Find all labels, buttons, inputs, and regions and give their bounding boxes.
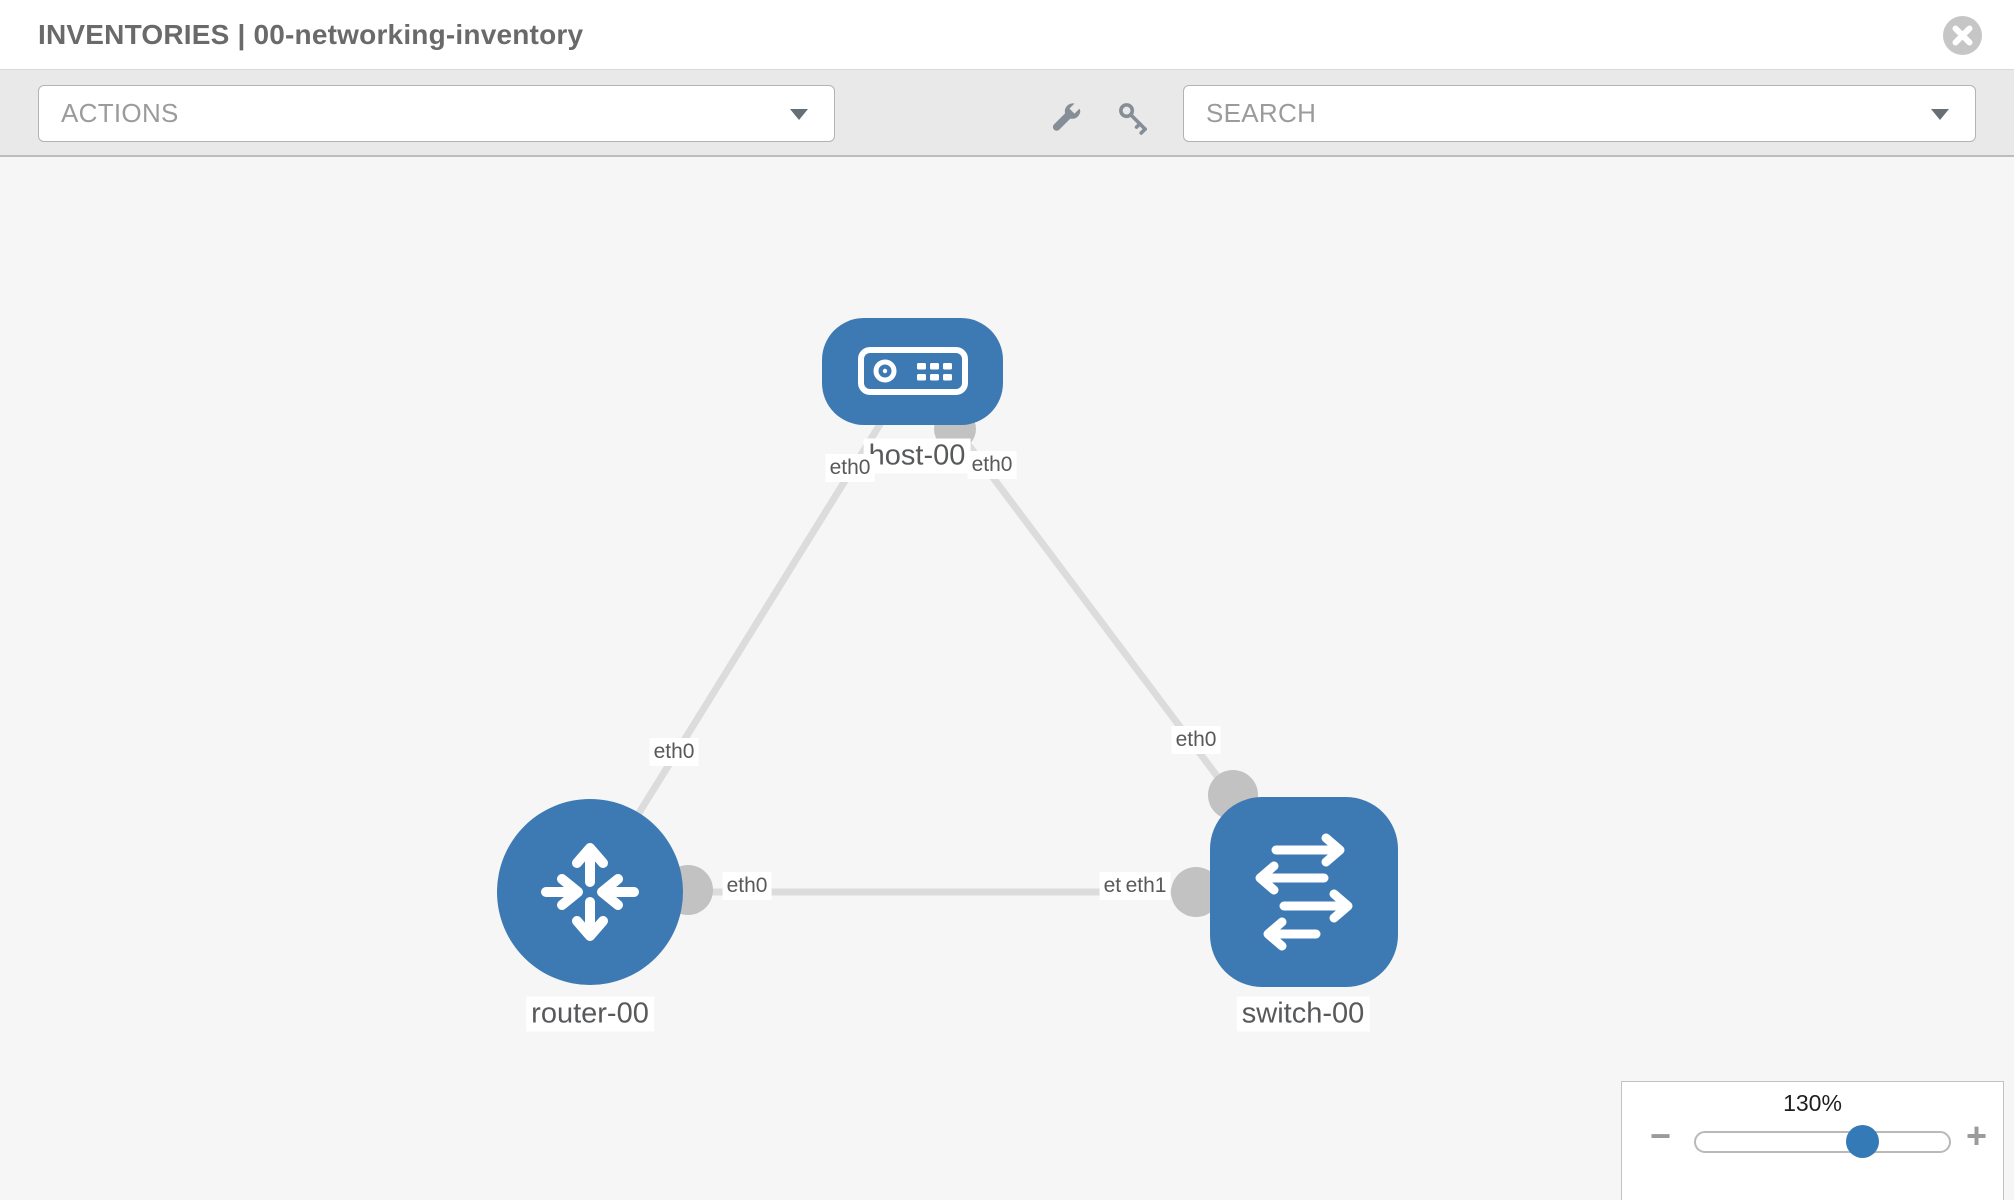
topology-canvas[interactable]: host-00 router-00 switch-00 eth0 eth0 et…	[0, 157, 2014, 1200]
chevron-down-icon	[790, 109, 808, 120]
chevron-down-icon	[1931, 109, 1949, 120]
router-icon	[541, 843, 639, 941]
interface-label: eth0	[722, 872, 772, 900]
zoom-out-button[interactable]: −	[1650, 1115, 1672, 1156]
node-label-router: router-00	[526, 996, 654, 1032]
node-host[interactable]	[822, 318, 1003, 425]
node-switch[interactable]	[1210, 797, 1398, 987]
actions-dropdown-label: ACTIONS	[61, 98, 179, 128]
zoom-slider-handle[interactable]	[1846, 1125, 1879, 1158]
switch-icon	[1255, 833, 1353, 951]
interface-label: eth0	[825, 454, 875, 482]
close-button[interactable]	[1943, 16, 1982, 55]
interface-label: eth0	[1171, 726, 1221, 754]
x-circle-icon	[1943, 16, 1982, 55]
zoom-in-button[interactable]: +	[1965, 1115, 1987, 1156]
node-label-switch: switch-00	[1236, 996, 1370, 1032]
wrench-icon[interactable]	[1048, 100, 1083, 135]
search-dropdown[interactable]: SEARCH	[1183, 85, 1976, 142]
interface-label: eth1	[1121, 872, 1171, 900]
page-title: INVENTORIES | 00-networking-inventory	[38, 19, 584, 50]
zoom-slider[interactable]	[1694, 1131, 1951, 1153]
node-label-host: host-00	[863, 438, 971, 474]
host-icon	[858, 347, 968, 395]
actions-dropdown[interactable]: ACTIONS	[38, 85, 835, 142]
interface-label: eth0	[649, 738, 699, 766]
zoom-panel: 130% − +	[1621, 1081, 2004, 1200]
connector-switch-left	[1171, 867, 1221, 917]
interface-label: eth0	[967, 451, 1017, 479]
key-icon[interactable]	[1116, 100, 1152, 136]
header: INVENTORIES | 00-networking-inventory	[0, 0, 2014, 70]
node-router[interactable]	[497, 799, 683, 985]
toolbar: ACTIONS SEARCH	[0, 70, 2014, 157]
search-input-placeholder: SEARCH	[1206, 98, 1317, 128]
interface-connectors	[663, 408, 1258, 917]
zoom-level: 130%	[1783, 1090, 1842, 1116]
